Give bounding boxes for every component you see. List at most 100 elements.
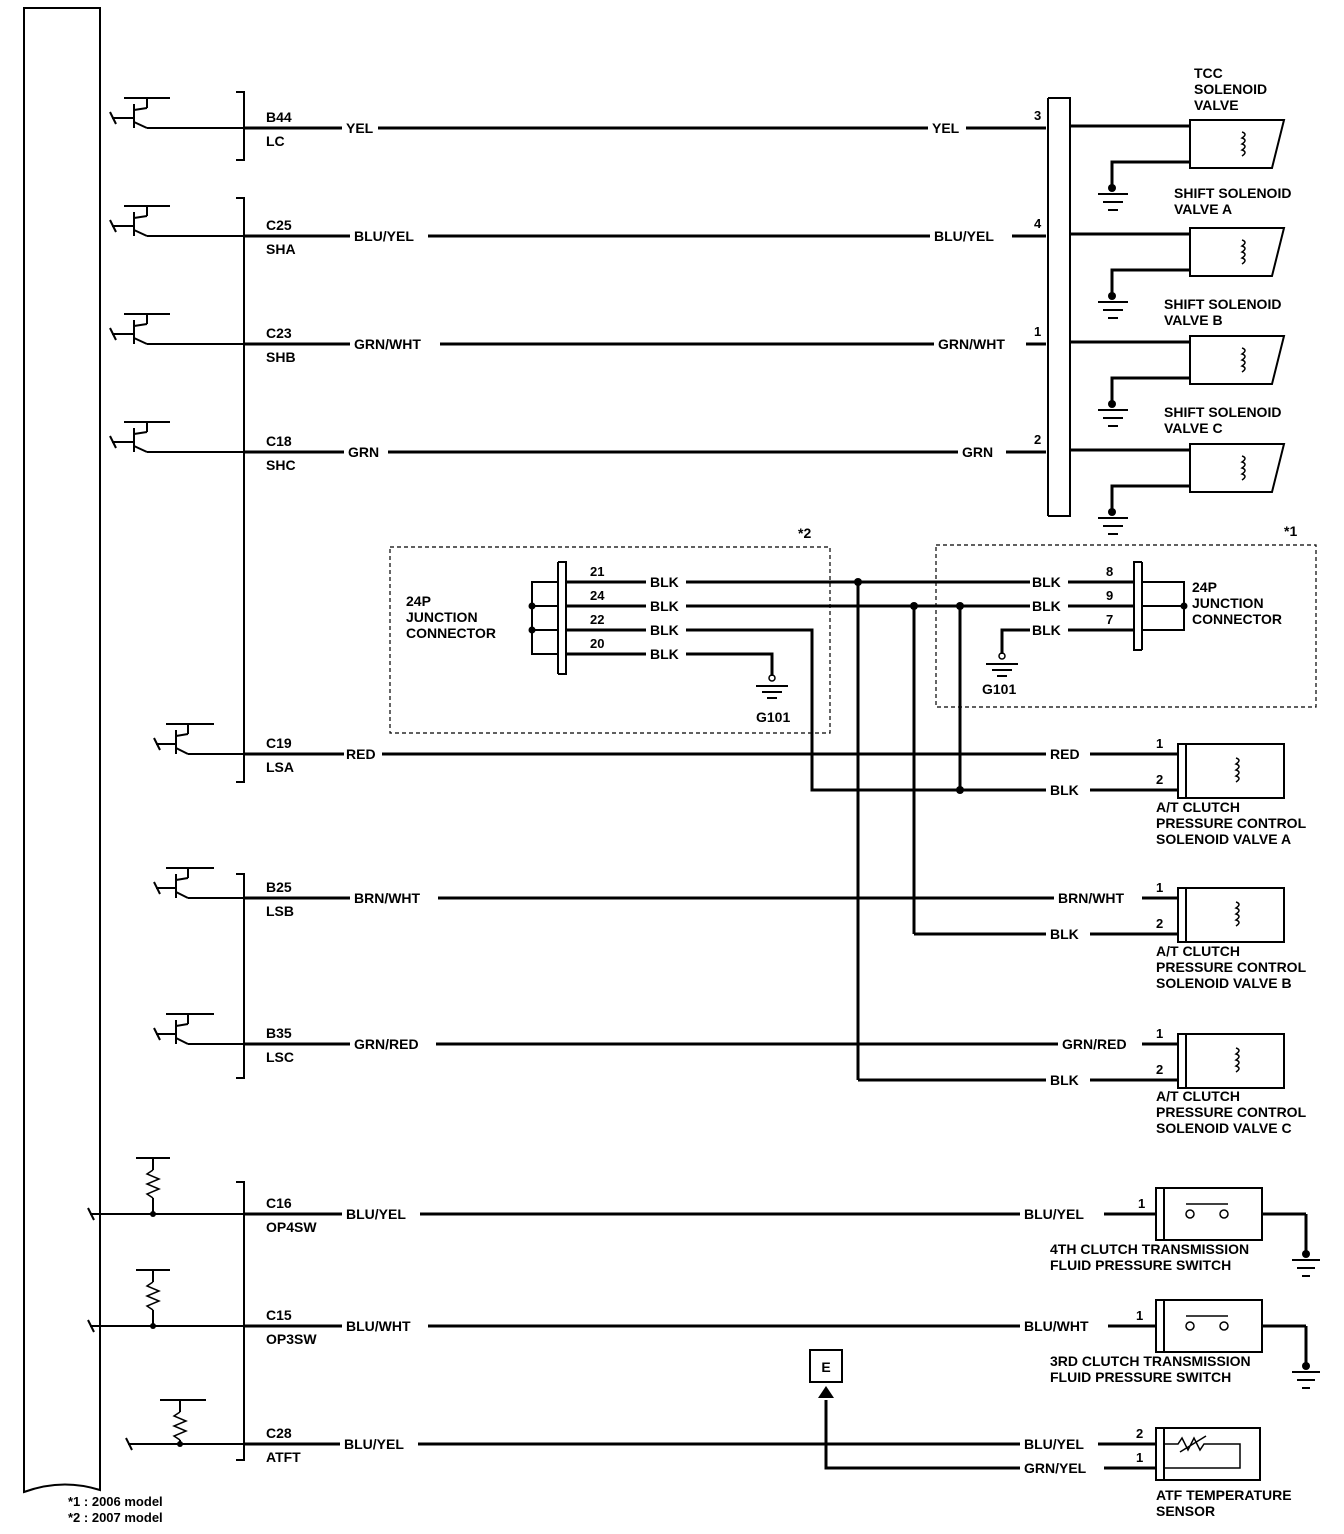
ecm-pin-labels: B44 LC C25 SHA C23 SHB C18 SHC C19 LSA B… <box>264 109 317 1465</box>
pcsa-title-3: SOLENOID VALVE A <box>1156 831 1291 847</box>
pressure-control-solenoid-b <box>1177 887 1285 943</box>
terminal-1-atf: 1 <box>1136 1450 1143 1465</box>
ground-g101-2006 <box>986 652 1018 677</box>
pressure-control-solenoid-a <box>1177 743 1285 799</box>
pin-sha: SHA <box>266 241 296 257</box>
wire-label-brn-wht-left: BRN/WHT <box>354 890 421 906</box>
terminal-2-pcsc: 2 <box>1156 1062 1163 1077</box>
wire-label-blu-yel-atft: BLU/YEL <box>344 1436 404 1452</box>
wire-label-blk-8: BLK <box>1032 574 1061 590</box>
ecm-module <box>23 7 101 1494</box>
wire-label-grn-right: GRN <box>962 444 993 460</box>
terminal-2-pcsb: 2 <box>1156 916 1163 931</box>
terminal-21: 21 <box>590 564 604 579</box>
pin-c18: C18 <box>266 433 292 449</box>
blk-ground-network <box>566 578 1134 1082</box>
wire-label-grn-left: GRN <box>348 444 379 460</box>
wire-label-blk-7: BLK <box>1032 622 1061 638</box>
wire-label-grn-red-left: GRN/RED <box>354 1036 419 1052</box>
wire-label-blu-yel-sw4: BLU/YEL <box>1024 1206 1084 1222</box>
ssc-title-2: VALVE C <box>1164 420 1223 436</box>
pin-lc: LC <box>266 133 285 149</box>
wire-label-blu-yel-right: BLU/YEL <box>934 228 994 244</box>
wire-label-yel-right: YEL <box>932 120 960 136</box>
solenoid-harness-connector <box>1047 97 1071 517</box>
wire-label-grn-red-right: GRN/RED <box>1062 1036 1127 1052</box>
pressure-control-solenoid-c <box>1177 1033 1285 1089</box>
pin-lsb: LSB <box>266 903 294 919</box>
jc2006-title-2: JUNCTION <box>1192 595 1264 611</box>
atf-title-1: ATF TEMPERATURE <box>1156 1487 1292 1503</box>
footnote-2006: *1 : 2006 model <box>68 1494 163 1509</box>
tcc-solenoid-valve <box>1070 119 1286 211</box>
terminal-1-sw3: 1 <box>1136 1308 1143 1323</box>
g101-2006-label: G101 <box>982 681 1016 697</box>
wire-label-blk-9: BLK <box>1032 598 1061 614</box>
pcsa-title-1: A/T CLUTCH <box>1156 799 1240 815</box>
driver-transistor-lsa <box>153 723 244 755</box>
tcc-title-1: TCC <box>1194 65 1223 81</box>
pin-b35: B35 <box>266 1025 292 1041</box>
pin-lsc: LSC <box>266 1049 294 1065</box>
wire-label-grn-wht-left: GRN/WHT <box>354 336 421 352</box>
terminal-numbers: 3 4 1 2 21 24 22 20 8 9 7 1 2 1 2 1 2 1 … <box>590 108 1163 1465</box>
wire-label-brn-wht-right: BRN/WHT <box>1058 890 1125 906</box>
wire-label-blu-yel-op4: BLU/YEL <box>346 1206 406 1222</box>
model-2007-mark: *2 <box>798 525 811 541</box>
pin-op3sw: OP3SW <box>266 1331 317 1347</box>
tcc-title-3: VALVE <box>1194 97 1239 113</box>
terminal-3: 3 <box>1034 108 1041 123</box>
junction-connector-2006 <box>935 544 1317 708</box>
pin-shc: SHC <box>266 457 296 473</box>
wire-label-blk-24: BLK <box>650 598 679 614</box>
ground-g101-2007 <box>756 674 788 699</box>
wire-label-blu-wht-sw3: BLU/WHT <box>1024 1318 1089 1334</box>
terminal-1-pcsc: 1 <box>1156 1026 1163 1041</box>
wire-label-blk-20: BLK <box>650 646 679 662</box>
jc2007-title-1: 24P <box>406 593 431 609</box>
sw4-title-2: FLUID PRESSURE SWITCH <box>1050 1257 1231 1273</box>
sw3-title-1: 3RD CLUTCH TRANSMISSION <box>1050 1353 1251 1369</box>
wire-label-blk-pcsa: BLK <box>1050 782 1079 798</box>
terminal-1-sw4: 1 <box>1138 1196 1145 1211</box>
terminal-4: 4 <box>1034 216 1042 231</box>
ssa-title-1: SHIFT SOLENOID <box>1174 185 1291 201</box>
atf-title-2: SENSOR <box>1156 1503 1215 1519</box>
sw4-title-1: 4TH CLUTCH TRANSMISSION <box>1050 1241 1249 1257</box>
driver-transistor-lsb <box>153 867 244 899</box>
wire-color-labels: YEL YEL BLU/YEL BLU/YEL GRN/WHT GRN/WHT … <box>344 120 1127 1476</box>
terminal-22: 22 <box>590 612 604 627</box>
wire-label-yel-left: YEL <box>346 120 374 136</box>
jc2006-title-1: 24P <box>1192 579 1217 595</box>
terminal-7: 7 <box>1106 612 1113 627</box>
ssb-title-2: VALVE B <box>1164 312 1223 328</box>
wire-label-blu-yel-left: BLU/YEL <box>354 228 414 244</box>
3rd-clutch-pressure-switch <box>1155 1299 1320 1389</box>
pin-c28: C28 <box>266 1425 292 1441</box>
wire-label-blk-pcsc: BLK <box>1050 1072 1079 1088</box>
input-circuit-atft <box>125 1399 244 1451</box>
pin-shb: SHB <box>266 349 296 365</box>
wire-label-grn-wht-right: GRN/WHT <box>938 336 1005 352</box>
pcsb-title-3: SOLENOID VALVE B <box>1156 975 1292 991</box>
terminal-20: 20 <box>590 636 604 651</box>
wire-label-blu-wht-op3: BLU/WHT <box>346 1318 411 1334</box>
pin-c23: C23 <box>266 325 292 341</box>
input-circuit-op3sw <box>87 1269 244 1333</box>
e-marker-text: E <box>821 1359 830 1375</box>
pcsb-title-2: PRESSURE CONTROL <box>1156 959 1307 975</box>
terminal-1-pcsa: 1 <box>1156 736 1163 751</box>
sw3-title-2: FLUID PRESSURE SWITCH <box>1050 1369 1231 1385</box>
terminal-8: 8 <box>1106 564 1113 579</box>
wire-label-blk-22: BLK <box>650 622 679 638</box>
driver-transistor-lc <box>109 97 244 129</box>
ssa-title-2: VALVE A <box>1174 201 1232 217</box>
4th-clutch-pressure-switch <box>1155 1187 1320 1277</box>
pin-b44: B44 <box>266 109 292 125</box>
footnotes: *1 : 2006 model *2 : 2007 model <box>68 1494 163 1525</box>
terminal-2-pcsa: 2 <box>1156 772 1163 787</box>
junction-connector-2007 <box>389 546 831 734</box>
pin-c25: C25 <box>266 217 292 233</box>
pin-lsa: LSA <box>266 759 294 775</box>
